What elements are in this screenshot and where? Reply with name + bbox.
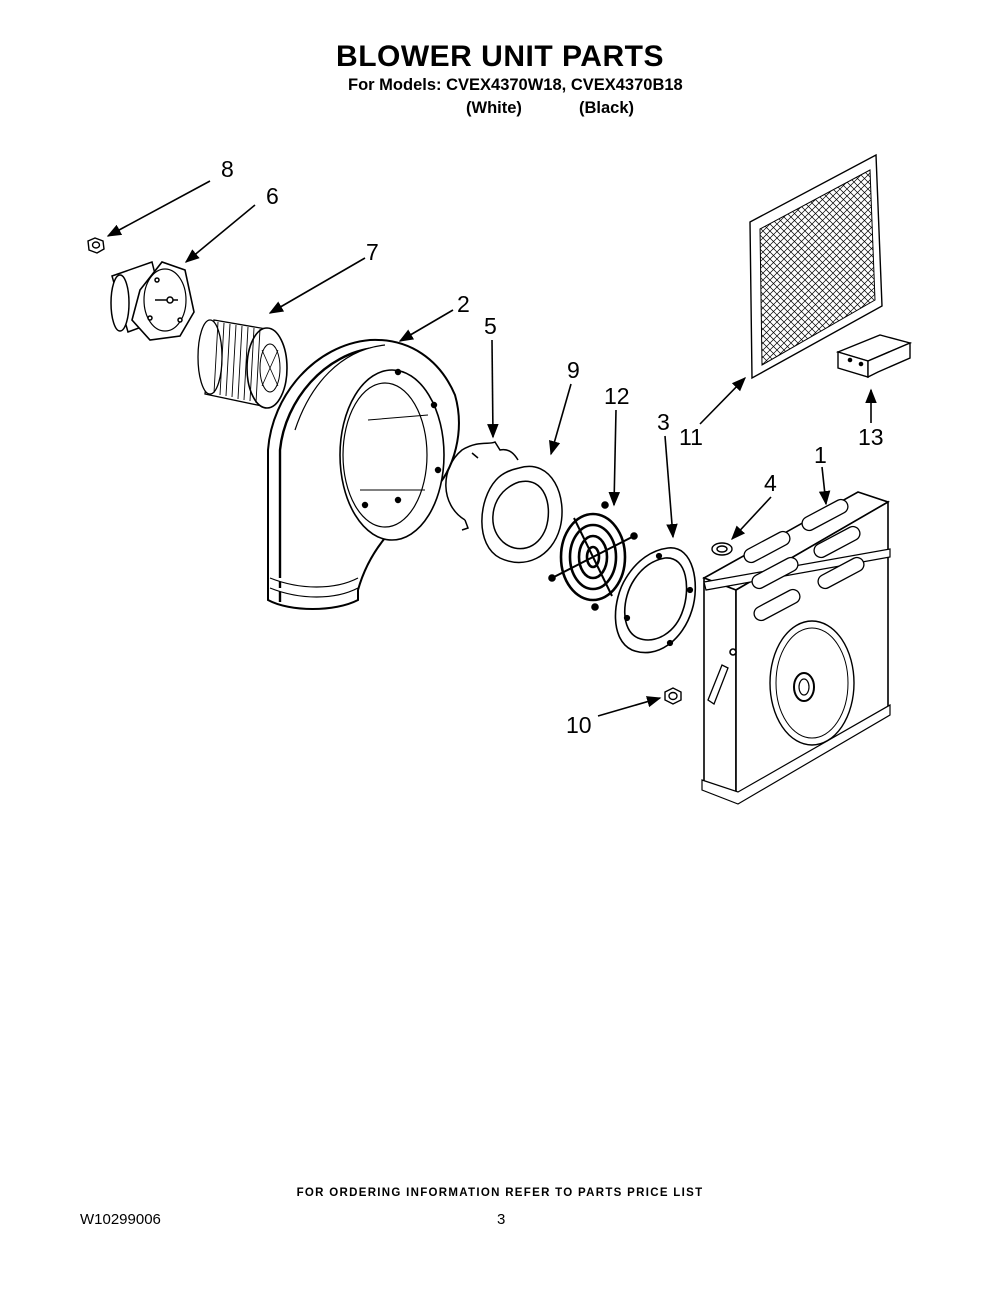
part-2-blower-housing — [267, 338, 460, 610]
callout-9: 9 — [567, 357, 580, 383]
part-3-mounting-ring — [614, 547, 697, 654]
callout-2: 2 — [457, 291, 470, 317]
part-13-bracket — [835, 334, 913, 379]
callout-10: 10 — [566, 712, 592, 738]
part-5-split-ring — [445, 440, 519, 531]
callout-3: 3 — [657, 409, 670, 435]
callout-4: 4 — [764, 470, 777, 496]
ordering-note: FOR ORDERING INFORMATION REFER TO PARTS … — [296, 1187, 704, 1199]
callout-11: 11 — [679, 424, 703, 450]
part-4-grommet — [711, 542, 733, 556]
variant-black-label: (Black) — [579, 99, 635, 117]
callout-5: 5 — [484, 313, 497, 339]
callout-leaders — [106, 180, 877, 717]
part-11-filter-screen — [749, 153, 883, 380]
page-title: BLOWER UNIT PARTS — [336, 40, 664, 73]
callout-numbers: 8 6 7 2 5 9 12 3 11 4 1 13 10 — [221, 156, 884, 738]
part-12-grille — [548, 501, 638, 611]
part-6-motor — [110, 261, 195, 341]
document-number: W10299006 — [80, 1211, 161, 1228]
page-number: 3 — [497, 1211, 506, 1228]
part-9-gasket-ring — [481, 465, 563, 564]
part-10-nut — [664, 687, 682, 705]
part-1-blower-case — [701, 491, 891, 805]
part-7-blower-wheel — [197, 319, 288, 409]
callout-1: 1 — [814, 442, 827, 468]
callout-7: 7 — [366, 239, 379, 265]
models-line: For Models: CVEX4370W18, CVEX4370B18 — [348, 76, 683, 94]
callout-12: 12 — [604, 383, 630, 409]
callout-6: 6 — [266, 183, 279, 209]
variant-white-label: (White) — [466, 99, 522, 117]
callout-13: 13 — [858, 424, 884, 450]
callout-8: 8 — [221, 156, 234, 182]
part-8-nut — [87, 237, 105, 254]
